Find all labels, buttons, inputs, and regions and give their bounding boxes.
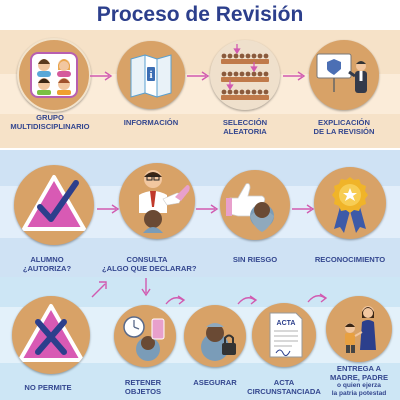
arrow-selection-to-explanation [283, 71, 306, 81]
consult-circle [119, 163, 195, 239]
family-circle [326, 296, 392, 362]
norisk-circle [220, 170, 290, 240]
arrow-norisk-to-recognition [292, 204, 315, 214]
recognition-label: RECONOCIMIENTO [314, 255, 386, 264]
notpermit-label: NO PERMITE [24, 383, 72, 392]
presentation-icon [316, 53, 367, 93]
svg-text:i: i [149, 69, 152, 81]
authorize-label: ALUMNO¿AUTORIZA? [22, 255, 72, 273]
authorize-circle [14, 165, 94, 245]
arrow-secure-to-acta [237, 295, 258, 305]
arrow-acta-to-family [307, 293, 328, 303]
secure-circle [184, 305, 246, 367]
arrow-authorize-to-consult [97, 204, 120, 214]
page-title: Proceso de Revisión [96, 3, 304, 26]
information-brochure-icon: i [130, 54, 172, 98]
arrow-consult-to-norisk [196, 204, 219, 214]
info-label: INFORMACIÓN [123, 118, 179, 127]
document-icon: ACTA [269, 312, 303, 358]
checkmark-icon [22, 175, 86, 231]
explanation-circle [309, 40, 379, 110]
acta-circle: ACTA [252, 303, 316, 367]
consult-label: CONSULTA¿ALGO QUE DECLARAR? [102, 255, 197, 273]
group-people-icon [30, 52, 78, 98]
arrow-retain-to-secure [165, 295, 186, 305]
retain-circle [114, 305, 176, 367]
notpermit-circle [12, 296, 90, 374]
family-handover-icon [345, 306, 376, 353]
info-circle: i [117, 41, 185, 109]
selection-circle [210, 40, 280, 110]
thumbs-up-icon [226, 183, 274, 232]
x-mark-icon [18, 304, 84, 362]
random-selection-icon [221, 44, 269, 100]
medal-icon [332, 177, 368, 233]
arrow-authorize-to-notpermit [91, 281, 107, 298]
arrow-consult-down [141, 278, 151, 297]
family-label: ENTREGA A MADRE, PADRE o quien ejerza la… [329, 364, 389, 397]
arrow-group-to-info [90, 71, 113, 81]
recognition-circle [314, 167, 386, 239]
group-circle [17, 38, 91, 112]
arrow-info-to-selection [187, 71, 210, 81]
norisk-label: SIN RIESGO [232, 255, 278, 264]
secure-label: ASEGURAR [193, 378, 237, 387]
consultation-icon [139, 170, 190, 233]
secure-icon [201, 323, 236, 361]
acta-doc-text: ACTA [277, 320, 296, 327]
retain-objects-icon [123, 316, 165, 361]
